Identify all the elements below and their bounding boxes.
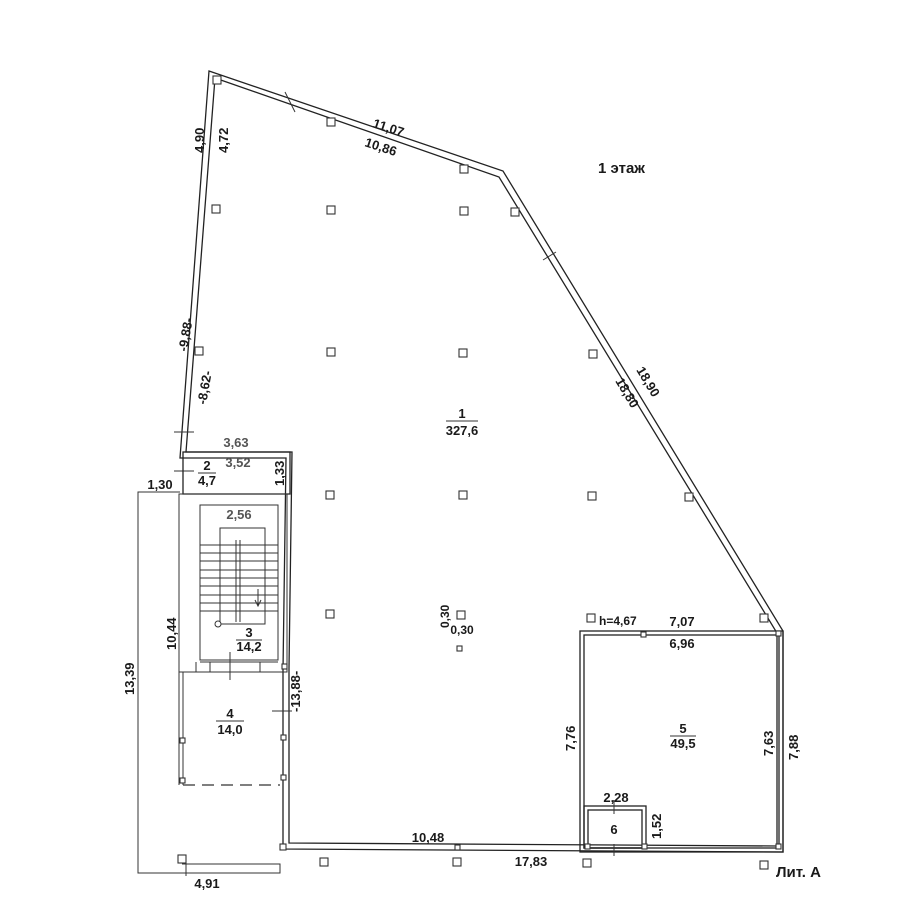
svg-text:0,30: 0,30 (450, 623, 474, 637)
svg-text:49,5: 49,5 (670, 736, 695, 751)
svg-text:327,6: 327,6 (446, 423, 479, 438)
svg-text:4,90: 4,90 (192, 128, 207, 153)
stair-treads (200, 544, 278, 612)
svg-text:-13,88-: -13,88- (288, 671, 303, 712)
lit-label: Лит. А (776, 864, 821, 881)
structural-columns (177, 75, 782, 870)
svg-text:1,33: 1,33 (272, 461, 287, 486)
svg-text:4,72: 4,72 (216, 128, 231, 153)
room-2-label: 2 4,7 (198, 458, 216, 488)
svg-text:1,52: 1,52 (649, 814, 664, 839)
svg-text:14,2: 14,2 (236, 639, 261, 654)
svg-text:14,0: 14,0 (217, 722, 242, 737)
svg-text:2,56: 2,56 (226, 507, 251, 522)
room-3-label: 3 14,2 (236, 625, 262, 654)
svg-text:3,63: 3,63 (223, 435, 248, 450)
room-4-label: 4 14,0 (216, 706, 244, 737)
svg-text:10,48: 10,48 (412, 830, 445, 845)
svg-text:3,52: 3,52 (225, 455, 250, 470)
svg-text:-9,88-: -9,88- (175, 316, 196, 352)
svg-text:11,07: 11,07 (371, 116, 406, 140)
room-5-outline (579, 630, 784, 853)
svg-text:-8,62-: -8,62- (194, 369, 215, 405)
stair-start-marker (214, 620, 222, 628)
svg-text:7,07: 7,07 (669, 614, 694, 629)
stair-core (178, 493, 288, 680)
svg-text:1,30: 1,30 (147, 477, 172, 492)
svg-text:h=4,67: h=4,67 (599, 614, 637, 628)
room-6-label: 6 (610, 822, 617, 837)
dimension-labels: 11,07 10,86 4,90 4,72 -9,88- -8,62- 18,9… (122, 116, 801, 891)
room-5-label: 5 49,5 (670, 721, 696, 751)
svg-text:17,83: 17,83 (515, 854, 548, 869)
svg-text:4,91: 4,91 (194, 876, 219, 891)
room-4-outline (178, 672, 292, 786)
svg-text:3: 3 (245, 625, 252, 640)
svg-text:6,96: 6,96 (669, 636, 694, 651)
floor-title: 1 этаж (598, 160, 645, 177)
svg-text:5: 5 (679, 721, 686, 736)
svg-text:2,28: 2,28 (603, 790, 628, 805)
svg-text:7,63: 7,63 (761, 731, 776, 756)
svg-text:0,30: 0,30 (438, 604, 452, 628)
stair-direction-arrow (254, 589, 262, 608)
outer-wall (179, 70, 784, 853)
svg-text:1: 1 (458, 406, 465, 421)
room-1-label: 1 327,6 (446, 406, 479, 438)
svg-text:10,44: 10,44 (164, 617, 179, 650)
svg-text:4: 4 (226, 706, 234, 721)
svg-text:13,39: 13,39 (122, 662, 137, 695)
svg-text:10,86: 10,86 (363, 135, 399, 159)
porch-outline (137, 491, 281, 876)
svg-text:7,88: 7,88 (786, 735, 801, 760)
svg-text:4,7: 4,7 (198, 473, 216, 488)
room-6-outline (583, 800, 647, 856)
svg-text:6: 6 (610, 822, 617, 837)
svg-text:7,76: 7,76 (563, 726, 578, 751)
svg-text:2: 2 (203, 458, 210, 473)
